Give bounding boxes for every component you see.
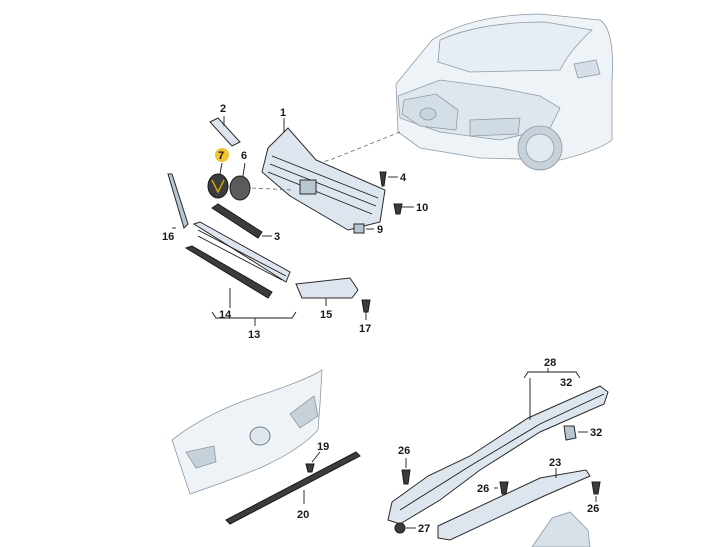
callout-7-highlight	[215, 148, 229, 162]
emblem-base	[229, 175, 251, 201]
clip-9	[353, 223, 365, 234]
callout-2: 2	[220, 103, 226, 115]
callout-1: 1	[280, 107, 286, 119]
vehicle-outline	[299, 13, 613, 171]
screw-26-a	[401, 469, 411, 485]
callout-16: 16	[162, 231, 174, 243]
callout-32b: 32	[590, 427, 602, 439]
bolt-4	[379, 171, 387, 187]
callout-7: 7	[218, 150, 224, 162]
callout-14: 14	[219, 309, 232, 321]
trim-strip	[209, 117, 241, 147]
callout-13: 13	[248, 329, 260, 341]
clip-32	[563, 425, 577, 441]
nut-27	[394, 522, 406, 534]
callout-26b: 26	[477, 483, 489, 495]
callout-26c: 26	[587, 503, 599, 515]
side-strip-16	[167, 173, 189, 229]
lower-grille	[184, 221, 291, 299]
screw-17	[361, 299, 371, 313]
callout-6: 6	[241, 150, 247, 162]
callout-15: 15	[320, 309, 332, 321]
callout-4: 4	[400, 172, 407, 184]
screw-26-b	[499, 481, 509, 495]
callout-3: 3	[274, 231, 280, 243]
screw-26-c	[591, 481, 601, 495]
emblem-icon	[207, 173, 229, 199]
callout-28: 28	[544, 357, 556, 369]
callout-23: 23	[549, 457, 561, 469]
callout-27: 27	[418, 523, 430, 535]
plate-bracket	[211, 203, 263, 239]
callout-19: 19	[317, 441, 329, 453]
clip-19	[305, 463, 315, 473]
callout-26a: 26	[398, 445, 410, 457]
boot-lid	[171, 369, 323, 495]
screw-10	[393, 203, 403, 215]
callout-32a: 32	[560, 377, 572, 389]
sill-corner	[531, 511, 591, 547]
callout-17: 17	[359, 323, 371, 335]
trim-15	[295, 277, 359, 299]
callout-20: 20	[297, 509, 309, 521]
sill-bracket	[437, 469, 591, 541]
radiator-grille	[261, 127, 386, 231]
boot-trim-20	[225, 451, 361, 525]
callout-10: 10	[416, 202, 428, 214]
callout-9: 9	[377, 224, 383, 236]
